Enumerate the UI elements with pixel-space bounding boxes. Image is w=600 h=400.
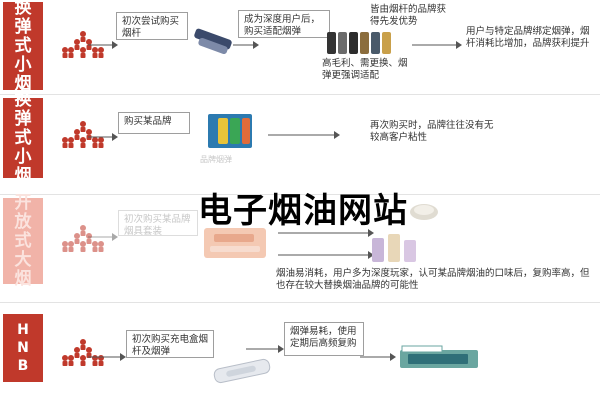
people-icon: [55, 30, 111, 58]
row-divider: [0, 194, 600, 195]
row-hnb: H N B 初次购买充电盒烟杆及烟弹 烟弹易耗，使用定期后高频: [0, 304, 600, 400]
e-liquid-bottles-image: [368, 232, 424, 264]
arrow-icon: [278, 250, 374, 260]
label-char: 式: [14, 230, 32, 251]
watermark-text: 电子烟油网站: [198, 191, 408, 231]
arrow-icon: [88, 352, 126, 362]
label-char: 换: [14, 89, 32, 110]
label-char: B: [17, 358, 29, 374]
row-refill-pod-1: 换 弹 式 小 烟 初次尝试购买烟杆 成为深度: [0, 0, 600, 93]
row-label: 开 放 式 大 烟: [3, 193, 43, 288]
image-caption: 品牌烟弹: [200, 155, 232, 164]
label-char: 大: [14, 249, 32, 270]
row-label: 换 弹 式 小 烟: [3, 0, 43, 93]
arrow-icon: [246, 344, 284, 354]
row-label: 换 弹 式 小 烟: [3, 90, 43, 185]
step-box: 初次购买某品牌烟具套装: [118, 210, 198, 237]
label-char: 烟: [14, 268, 32, 289]
step-box: 初次尝试购买烟杆: [116, 12, 188, 40]
step-note: 皆由烟杆的品牌获得先发优势: [370, 4, 447, 27]
label-char: N: [17, 340, 29, 356]
label-char: 小: [14, 146, 32, 167]
label-char: 弹: [14, 108, 32, 129]
label-char: 弹: [14, 16, 32, 37]
arrow-icon: [278, 228, 374, 238]
arrow-icon: [268, 130, 340, 140]
step-box: 购买某品牌: [118, 112, 190, 134]
heatstick-pack-image: [398, 344, 482, 372]
arrow-icon: [360, 352, 396, 362]
label-char: 放: [14, 211, 32, 232]
step-box: 烟弹易耗，使用定期后高频复购: [284, 322, 364, 356]
row-label: H N B: [3, 314, 43, 382]
step-note: 烟油易消耗，用户多为深度玩家，认可某品牌烟油的口味后，复购率高，但也存在较大替换…: [276, 268, 590, 291]
device-image: [408, 198, 440, 222]
arrow-icon: [233, 40, 259, 50]
step-box: 成为深度用户后，购买适配烟弹: [238, 10, 330, 38]
arrow-icon: [88, 232, 118, 242]
step-note: 高毛利、需更换、烟弹更强调适配: [322, 58, 408, 81]
e-cig-device-image: [190, 28, 238, 58]
label-char: 换: [14, 0, 32, 18]
step-note: 用户与特定品牌绑定烟弹，烟杆消耗比增加，品牌获利提升: [466, 26, 590, 49]
label-char: 开: [14, 192, 32, 213]
row-divider: [0, 302, 600, 303]
label-char: 式: [14, 35, 32, 56]
step-box: 初次购买充电盒烟杆及烟弹: [126, 330, 214, 358]
arrow-icon: [88, 132, 118, 142]
label-char: 烟: [14, 73, 32, 94]
pod-box-image: [206, 110, 256, 152]
step-note: 再次购买时，品牌往往没有无较高客户粘性: [370, 120, 494, 143]
vape-kit-image: [200, 222, 274, 262]
row-divider: [0, 94, 600, 95]
label-char: 式: [14, 127, 32, 148]
people-icon: [55, 120, 111, 148]
row-refill-pod-2: 换 弹 式 小 烟 购买某品牌 品牌烟弹: [0, 90, 600, 192]
arrow-icon: [88, 40, 118, 50]
pod-cartridges-image: [325, 30, 401, 56]
arrow-icon: [412, 40, 462, 50]
label-char: H: [17, 322, 29, 338]
label-char: 烟: [14, 165, 32, 186]
row-open-system: 开 放 式 大 烟 初次购买某品牌烟具套装: [0, 193, 600, 300]
hnb-device-image: [208, 356, 278, 386]
label-char: 小: [14, 54, 32, 75]
